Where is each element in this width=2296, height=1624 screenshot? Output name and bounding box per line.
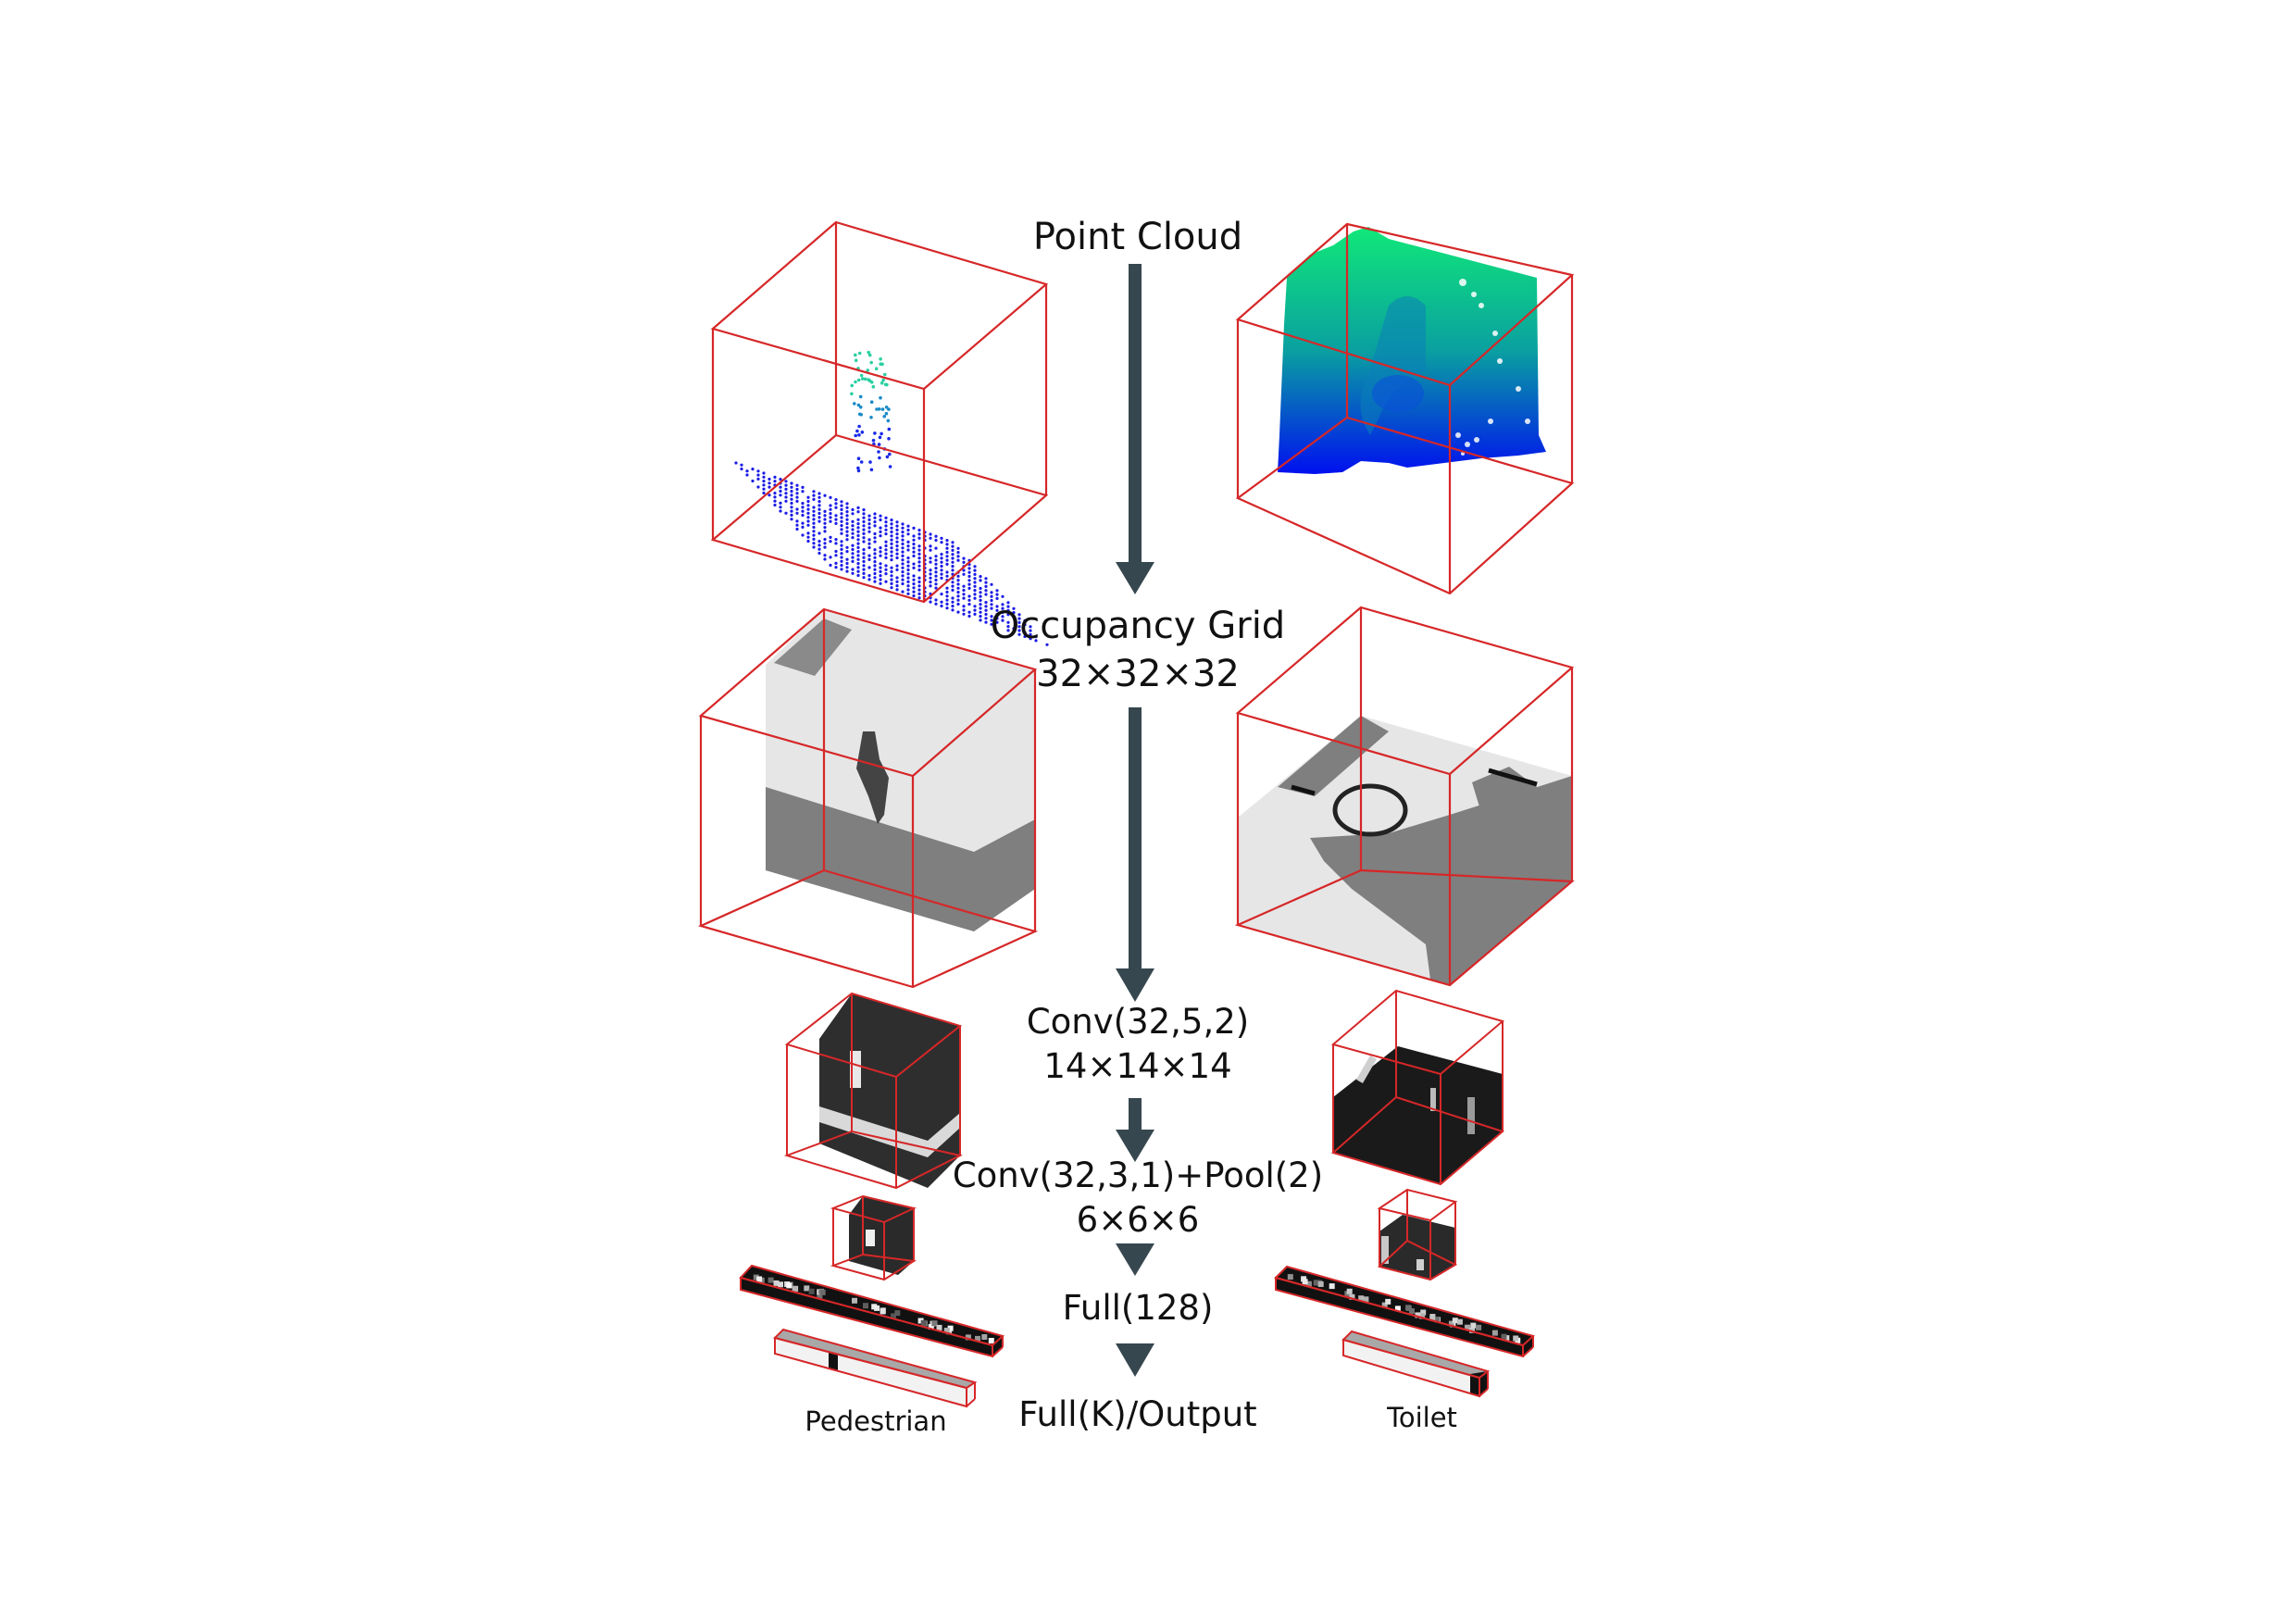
arrow-conv1-to-conv2 bbox=[1116, 1098, 1154, 1162]
pedestrian-output-vector bbox=[773, 1328, 978, 1408]
stage-label-output: Full(K)/Output bbox=[1018, 1394, 1257, 1434]
stage-label-point-cloud: Point Cloud bbox=[1032, 216, 1243, 258]
pedestrian-point-cloud bbox=[734, 350, 1049, 646]
arrow-grid-to-conv1 bbox=[1116, 707, 1154, 1002]
toilet-occupancy-grid bbox=[1234, 606, 1575, 987]
stage-sublabel-occupancy-grid: 32×32×32 bbox=[1036, 653, 1240, 695]
arrow-point-cloud-to-grid bbox=[1116, 264, 1154, 594]
toilet-fc128-vector bbox=[1274, 1265, 1536, 1358]
example-label-toilet: Toilet bbox=[1387, 1402, 1457, 1433]
toilet-conv2-volume bbox=[1377, 1188, 1458, 1281]
pedestrian-conv2-volume bbox=[830, 1194, 917, 1281]
toilet-output-vector bbox=[1341, 1330, 1491, 1398]
pedestrian-conv1-volume bbox=[783, 992, 963, 1190]
stage-sublabel-conv2: 6×6×6 bbox=[1076, 1200, 1200, 1240]
arrow-fc1-to-output bbox=[1116, 1343, 1154, 1377]
pedestrian-point-cloud-box bbox=[710, 220, 1049, 646]
stage-sublabel-conv1: 14×14×14 bbox=[1043, 1046, 1232, 1086]
stage-label-fc1: Full(128) bbox=[1062, 1288, 1214, 1328]
pedestrian-occupancy-grid bbox=[697, 607, 1039, 989]
arrow-conv2-to-fc1 bbox=[1116, 1243, 1154, 1276]
toilet-point-cloud-box bbox=[1235, 222, 1575, 595]
example-label-pedestrian: Pedestrian bbox=[805, 1405, 947, 1437]
stage-label-conv2: Conv(32,3,1)+Pool(2) bbox=[952, 1156, 1324, 1195]
toilet-conv1-volume bbox=[1330, 989, 1505, 1186]
pedestrian-fc128-vector bbox=[739, 1264, 1005, 1358]
stage-label-occupancy-grid: Occupancy Grid bbox=[990, 605, 1286, 647]
stage-label-conv1: Conv(32,5,2) bbox=[1026, 1002, 1250, 1042]
